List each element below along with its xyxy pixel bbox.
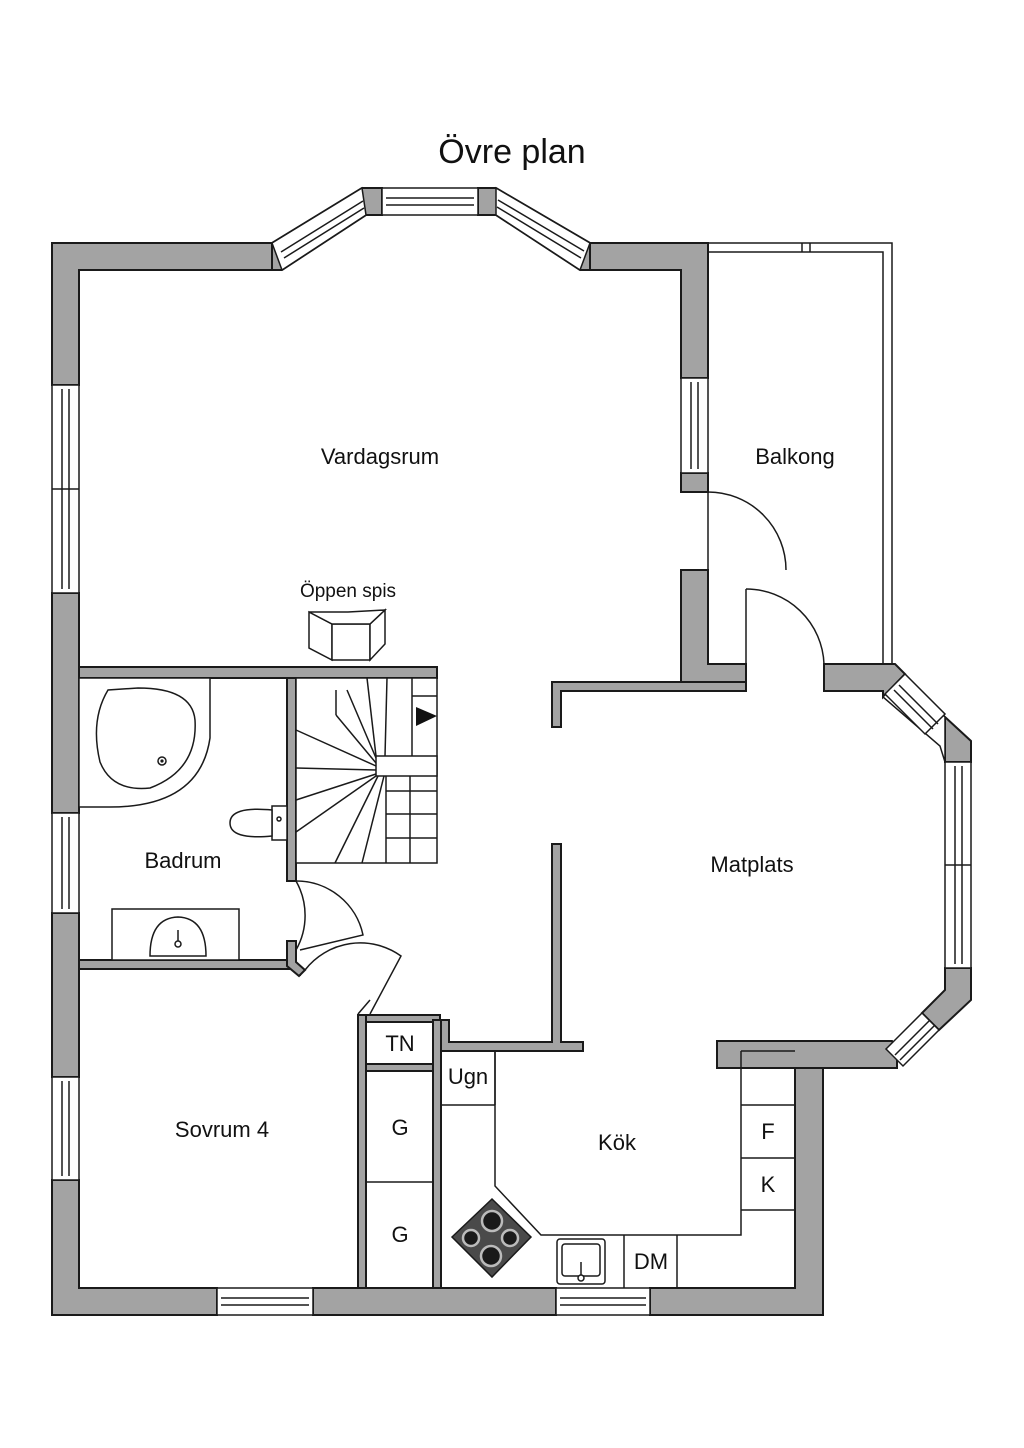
room-label-badrum: Badrum: [144, 848, 221, 873]
staircase: [295, 677, 438, 864]
toilet-icon: [229, 805, 288, 841]
interior-walls: [78, 666, 747, 1289]
room-label-balkong: Balkong: [755, 444, 835, 469]
label-g-upper: G: [391, 1115, 408, 1140]
windows: [51, 186, 972, 1316]
stove-icon: [450, 1197, 533, 1279]
bathtub-icon: [78, 677, 211, 808]
kitchen-sink-icon: [556, 1238, 606, 1285]
label-tn: TN: [385, 1031, 414, 1056]
label-k: K: [761, 1172, 776, 1197]
stair-direction-arrow-icon: [416, 707, 437, 726]
label-f: F: [761, 1119, 774, 1144]
room-label-vardagsrum: Vardagsrum: [321, 444, 439, 469]
label-g-lower: G: [391, 1222, 408, 1247]
plan-title: Övre plan: [438, 133, 585, 171]
balcony-outline: [708, 242, 893, 664]
room-label-sovrum-4: Sovrum 4: [175, 1117, 269, 1142]
fireplace-icon: [308, 608, 388, 662]
room-label-kok: Kök: [598, 1130, 637, 1155]
doors: [295, 491, 825, 1015]
bathroom-sink-icon: [111, 908, 240, 961]
kitchen-counter: [441, 1050, 795, 1288]
room-label-matplats: Matplats: [710, 852, 793, 877]
label-ugn: Ugn: [448, 1064, 488, 1089]
label-oppen-spis: Öppen spis: [300, 581, 396, 602]
label-dm: DM: [634, 1249, 668, 1274]
